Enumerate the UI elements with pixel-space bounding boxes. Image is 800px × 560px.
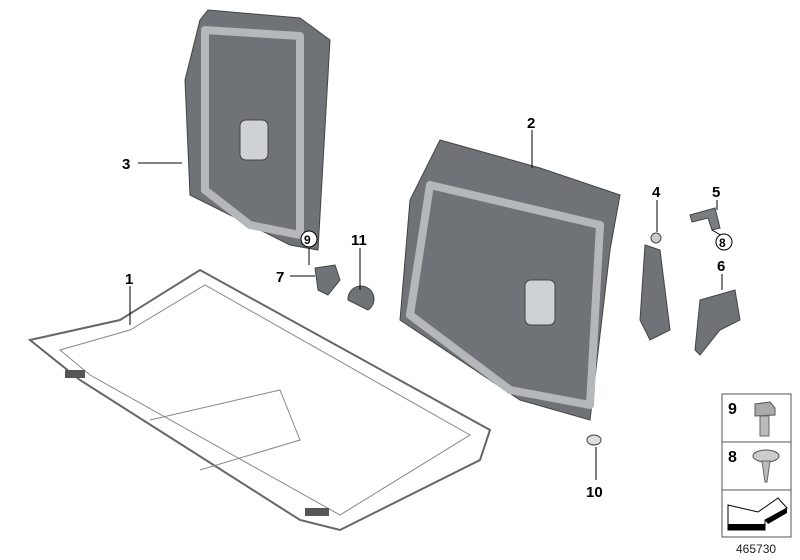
callout-8[interactable]: 8 <box>719 236 726 250</box>
fastener-legend: 9 8 <box>721 393 792 538</box>
part-1-floor-tray[interactable] <box>27 268 492 532</box>
callout-6[interactable]: 6 <box>717 258 725 275</box>
part-7-clip[interactable] <box>314 264 341 296</box>
callout-4[interactable]: 4 <box>652 184 661 201</box>
callout-2[interactable]: 2 <box>527 115 535 132</box>
part-4-actuator[interactable] <box>639 232 671 341</box>
part-11-cover[interactable] <box>347 285 375 311</box>
part-2-backrest-right[interactable] <box>399 139 621 421</box>
callout-7[interactable]: 7 <box>276 269 284 286</box>
part-5-bracket[interactable] <box>689 207 721 231</box>
diagram-number: 465730 <box>736 542 776 556</box>
callout-3[interactable]: 3 <box>122 156 130 173</box>
callout-8-circle <box>715 233 733 251</box>
washer-screw-icon <box>752 449 780 483</box>
part-6-lock[interactable] <box>694 289 741 356</box>
callout-11[interactable]: 11 <box>351 232 367 249</box>
arrow-direction-icon <box>727 497 788 531</box>
leader-lines <box>129 130 725 480</box>
part-10-washer[interactable] <box>586 434 602 446</box>
legend-label-9: 9 <box>728 401 737 418</box>
callout-1[interactable]: 1 <box>125 271 133 288</box>
part-3-backrest-left[interactable] <box>184 9 331 251</box>
callout-5[interactable]: 5 <box>712 184 720 201</box>
callout-9-circle <box>300 230 318 248</box>
callout-10[interactable]: 10 <box>586 484 603 501</box>
legend-label-8: 8 <box>728 449 737 466</box>
hex-bolt-icon <box>754 401 776 437</box>
callout-9[interactable]: 9 <box>304 233 311 247</box>
